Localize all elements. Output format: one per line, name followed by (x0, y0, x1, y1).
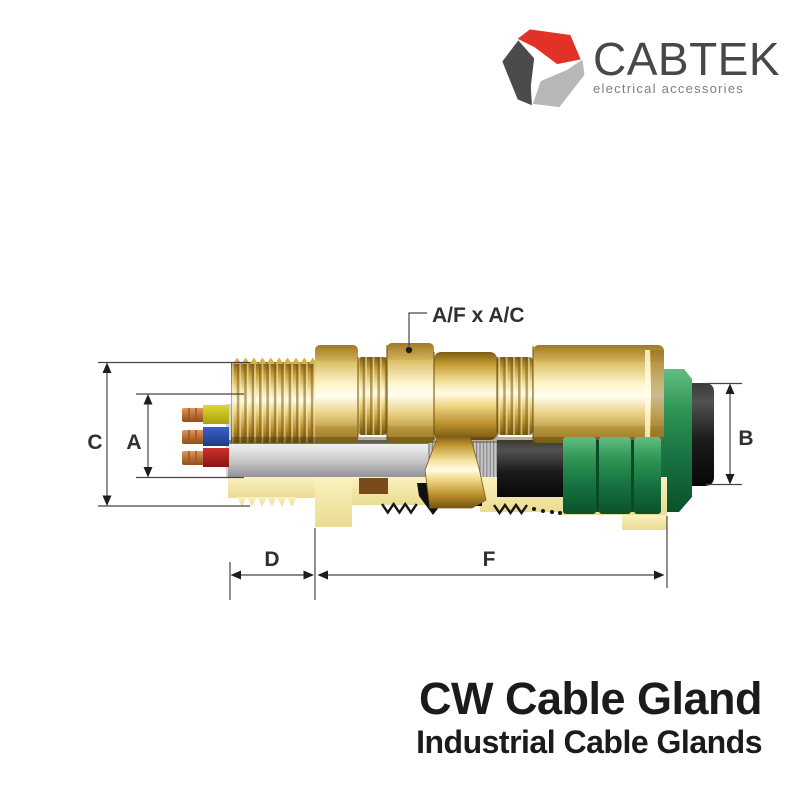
back-nut (533, 345, 664, 443)
brand-name: CABTEK (593, 33, 781, 85)
callout-dot (405, 346, 413, 354)
logo-segment-red (517, 29, 581, 65)
cable-outer-sheath-mid (497, 440, 566, 497)
thread-mark-dots (532, 507, 562, 515)
brand-tagline: electrical accessories (593, 81, 745, 96)
gland-brass-body (231, 343, 664, 443)
wire-yellow (182, 405, 229, 424)
hexagon-aperture-mark-icon (502, 29, 585, 108)
logo-segment-darkgray (502, 40, 535, 106)
inner-seal-brown (359, 478, 388, 494)
product-title: CW Cable Gland (418, 673, 763, 724)
dimension-label-d: D (264, 548, 279, 571)
wire-red (182, 448, 229, 467)
wire-blue (182, 427, 229, 446)
shroud-front-ribs (563, 437, 661, 514)
thread-crests (233, 357, 318, 364)
dimension-label-c: C (87, 431, 102, 454)
section-thread-mark-right (493, 502, 528, 516)
logo-segment-lightgray (532, 59, 585, 108)
dimension-annotations: C A B D (87, 304, 754, 600)
dimension-label-a: A (126, 431, 141, 454)
product-subtitle: Industrial Cable Glands (416, 724, 762, 760)
logo-text: CABTEK electrical accessories (593, 18, 780, 96)
cable-conductors (182, 405, 229, 467)
cabtek-logo: CABTEK electrical accessories (497, 18, 780, 114)
section-thread-mark-left (381, 501, 418, 515)
annotation-af-ac: A/F x A/C (432, 304, 525, 327)
section-junctions (357, 345, 534, 441)
callout-leader-line (408, 312, 427, 346)
product-title-block: CW Cable Gland Industrial Cable Glands (416, 673, 763, 760)
hex-nut-2 (387, 343, 434, 443)
dimension-label-b: B (738, 427, 753, 450)
hex-nut-1 (315, 345, 358, 443)
shroud-back-panel (660, 369, 692, 512)
armor-clamp-cone (424, 435, 487, 509)
inner-bedding-gray (228, 440, 430, 477)
dimension-label-f: F (483, 548, 496, 571)
compression-cylinder (434, 352, 497, 440)
lower-thread-teeth (237, 497, 297, 507)
